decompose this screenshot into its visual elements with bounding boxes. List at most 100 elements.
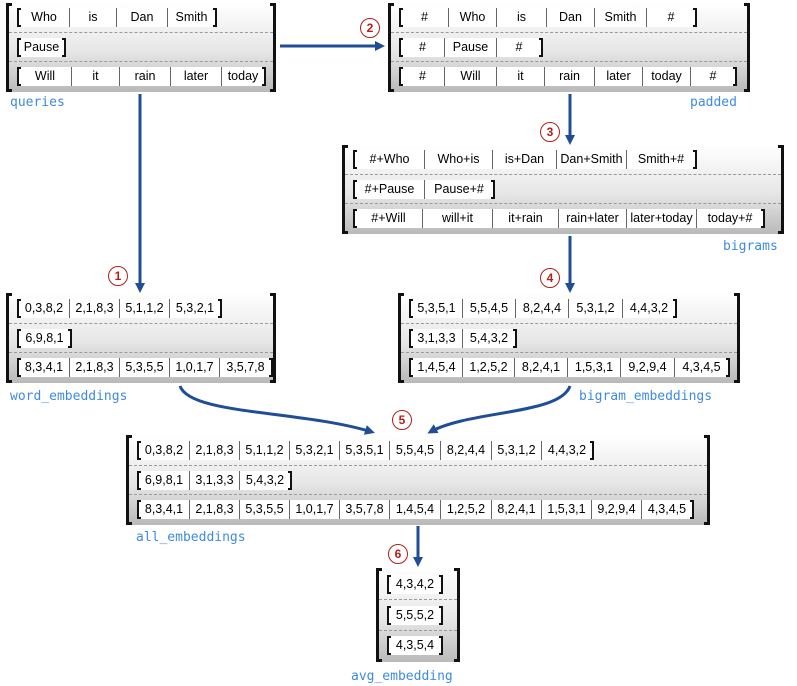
token-cell: 3,1,3,3 [190, 471, 240, 490]
token-cell: 2,1,8,3 [190, 441, 240, 460]
step-1-marker: 1 [108, 266, 128, 286]
token-cell: # [401, 38, 445, 57]
token-cell: 4,3,5,4 [389, 636, 441, 655]
token-cell: it+rain [493, 209, 559, 228]
token-cell: rain [545, 67, 595, 86]
token-cell: 1,0,1,7 [170, 358, 220, 377]
queries-sequence: Pause [17, 38, 66, 57]
token-cell: 9,2,9,4 [592, 500, 642, 519]
token-cell: is [497, 8, 547, 27]
token-cell: rain+later [559, 209, 627, 228]
token-cell: 1,5,3,1 [542, 500, 592, 519]
token-cell: 5,3,1,2 [569, 299, 623, 318]
token-cell: later+today [627, 209, 697, 228]
padded-row: #Pause# [391, 32, 747, 61]
token-cell: 5,3,5,5 [120, 358, 170, 377]
token-cell: Pause [445, 38, 497, 57]
token-cell: 6,9,8,1 [139, 471, 190, 490]
token-cell: # [691, 67, 735, 86]
token-cell: 1,4,5,4 [390, 500, 441, 519]
token-cell: 4,4,3,2 [623, 299, 675, 318]
step-2-marker: 2 [360, 18, 380, 38]
token-cell: is+Dan [493, 150, 557, 169]
step-3-marker: 3 [540, 122, 560, 142]
token-cell: # [401, 67, 445, 86]
token-cell: # [647, 8, 695, 27]
token-cell: it [72, 67, 120, 86]
token-cell: 5,1,1,2 [120, 299, 170, 318]
token-cell: Dan+Smith [557, 150, 627, 169]
token-cell: today [643, 67, 691, 86]
arrow-word-to-all-embeddings [178, 385, 375, 435]
token-cell: 9,2,9,4 [621, 358, 675, 377]
avg-embedding-sequence: 5,5,5,2 [387, 606, 443, 625]
token-cell: 8,3,4,1 [139, 500, 190, 519]
token-cell: is [70, 8, 117, 27]
token-cell: 4,4,3,2 [542, 441, 592, 460]
token-cell: 8,2,4,4 [516, 299, 569, 318]
token-cell: Pause [19, 38, 64, 57]
token-cell: 8,2,4,1 [515, 358, 568, 377]
token-cell: 5,3,5,1 [411, 299, 463, 318]
token-cell: 5,4,3,2 [463, 329, 515, 348]
token-cell: later [595, 67, 643, 86]
avg-embedding-label: avg_embedding [351, 669, 453, 684]
token-cell: 2,1,8,3 [190, 500, 240, 519]
queries-row: Pause [9, 32, 273, 61]
token-cell: 1,4,5,4 [411, 358, 463, 377]
token-cell: # [497, 38, 541, 57]
token-cell: Smith [595, 8, 647, 27]
token-cell: 8,2,4,4 [441, 441, 492, 460]
token-cell: 5,5,4,5 [463, 299, 516, 318]
token-cell: 2,1,8,3 [70, 299, 120, 318]
token-cell: #+Will [355, 209, 423, 228]
word-embeddings-row: 6,9,8,1 [9, 323, 273, 352]
padded-label: padded [690, 95, 737, 110]
avg-embedding-row: 5,5,5,2 [379, 599, 457, 630]
token-cell: 5,4,3,2 [240, 471, 290, 490]
queries-label: queries [10, 95, 65, 110]
step-6-marker: 6 [388, 544, 408, 564]
token-cell: Smith+# [627, 150, 695, 169]
token-cell: 5,3,5,5 [240, 500, 290, 519]
token-cell: 4,3,4,2 [389, 575, 441, 594]
token-cell: Dan [547, 8, 595, 27]
token-cell: 5,3,2,1 [170, 299, 220, 318]
token-cell: 3,1,3,3 [411, 329, 463, 348]
token-cell: 8,3,4,1 [19, 358, 70, 377]
token-cell: 1,2,5,2 [441, 500, 492, 519]
token-cell: # [401, 8, 449, 27]
token-cell: Who [449, 8, 497, 27]
all-embeddings-label: all_embeddings [136, 530, 246, 545]
token-cell: 5,3,1,2 [492, 441, 542, 460]
word-embeddings-sequence: 6,9,8,1 [17, 329, 72, 348]
token-cell: 8,2,4,1 [492, 500, 542, 519]
token-cell: 6,9,8,1 [19, 329, 70, 348]
token-cell: later [171, 67, 222, 86]
token-cell: it [497, 67, 545, 86]
